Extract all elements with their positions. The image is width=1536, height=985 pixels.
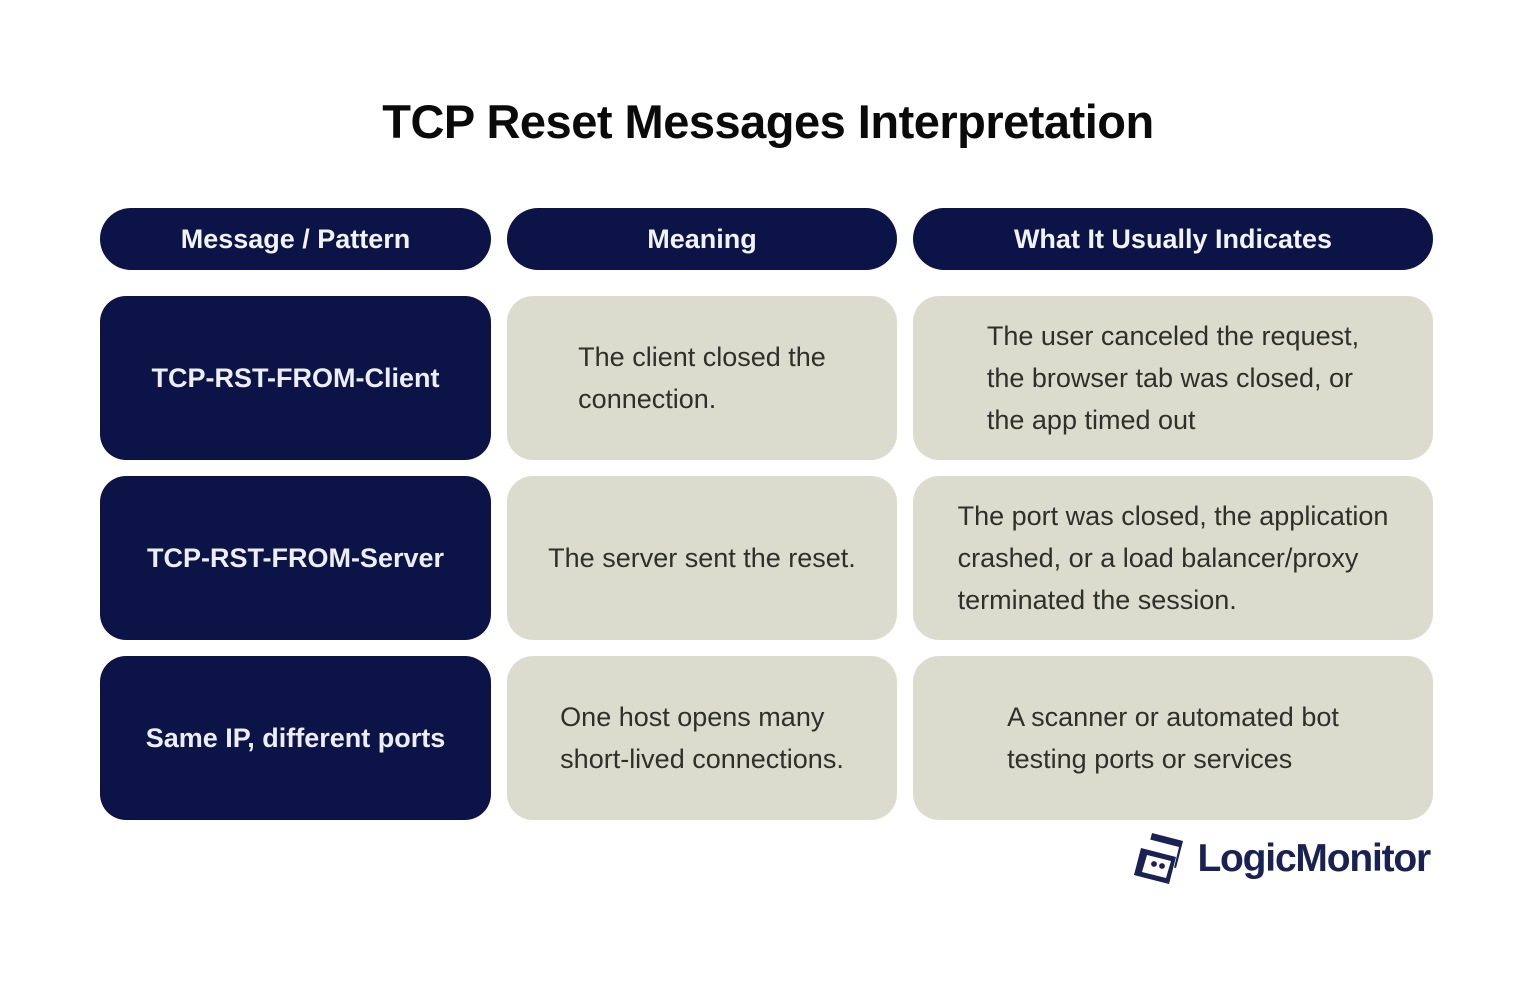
table-row-2-meaning-text: The server sent the reset. [548, 543, 856, 573]
table-header-row: Message / Pattern Meaning What It Usuall… [100, 208, 1433, 270]
logicmonitor-logo-icon [1133, 830, 1188, 887]
table-row-2-indicates-text: The port was closed, the application cra… [957, 501, 1389, 615]
tcp-reset-table: Message / Pattern Meaning What It Usuall… [100, 208, 1433, 820]
page-title: TCP Reset Messages Interpretation [382, 95, 1154, 148]
table-row-3-pattern-cell: Same IP, different ports [100, 656, 491, 820]
table-row-2-indicates-cell: The port was closed, the application cra… [913, 476, 1433, 640]
column-header-meaning: Meaning [507, 208, 897, 270]
table-row-1-indicates-text: The user canceled the request, the brows… [986, 321, 1360, 435]
table-row-2-pattern-cell: TCP-RST-FROM-Server [100, 476, 491, 640]
logicmonitor-logo-text: LogicMonitor [1197, 836, 1431, 880]
table-row-2-meaning-cell: The server sent the reset. [507, 476, 897, 640]
table-row-1-meaning-cell: The client closed the connection. [507, 296, 897, 460]
table-row-3-meaning-text: One host opens many short-lived connecti… [560, 702, 844, 774]
table-row-3-meaning-cell: One host opens many short-lived connecti… [507, 656, 897, 820]
table-body: TCP-RST-FROM-Client The client closed th… [100, 296, 1433, 820]
table-row-3-indicates-cell: A scanner or automated bot testing ports… [913, 656, 1433, 820]
table-row-3-indicates-text: A scanner or automated bot testing ports… [1007, 702, 1339, 774]
table-row-1-indicates-cell: The user canceled the request, the brows… [913, 296, 1433, 460]
column-header-message-pattern: Message / Pattern [100, 208, 491, 270]
table-row-1-pattern-cell: TCP-RST-FROM-Client [100, 296, 491, 460]
logicmonitor-logo: LogicMonitor [1133, 830, 1431, 887]
column-header-indicates: What It Usually Indicates [913, 208, 1433, 270]
table-row-1-meaning-text: The client closed the connection. [578, 342, 826, 414]
